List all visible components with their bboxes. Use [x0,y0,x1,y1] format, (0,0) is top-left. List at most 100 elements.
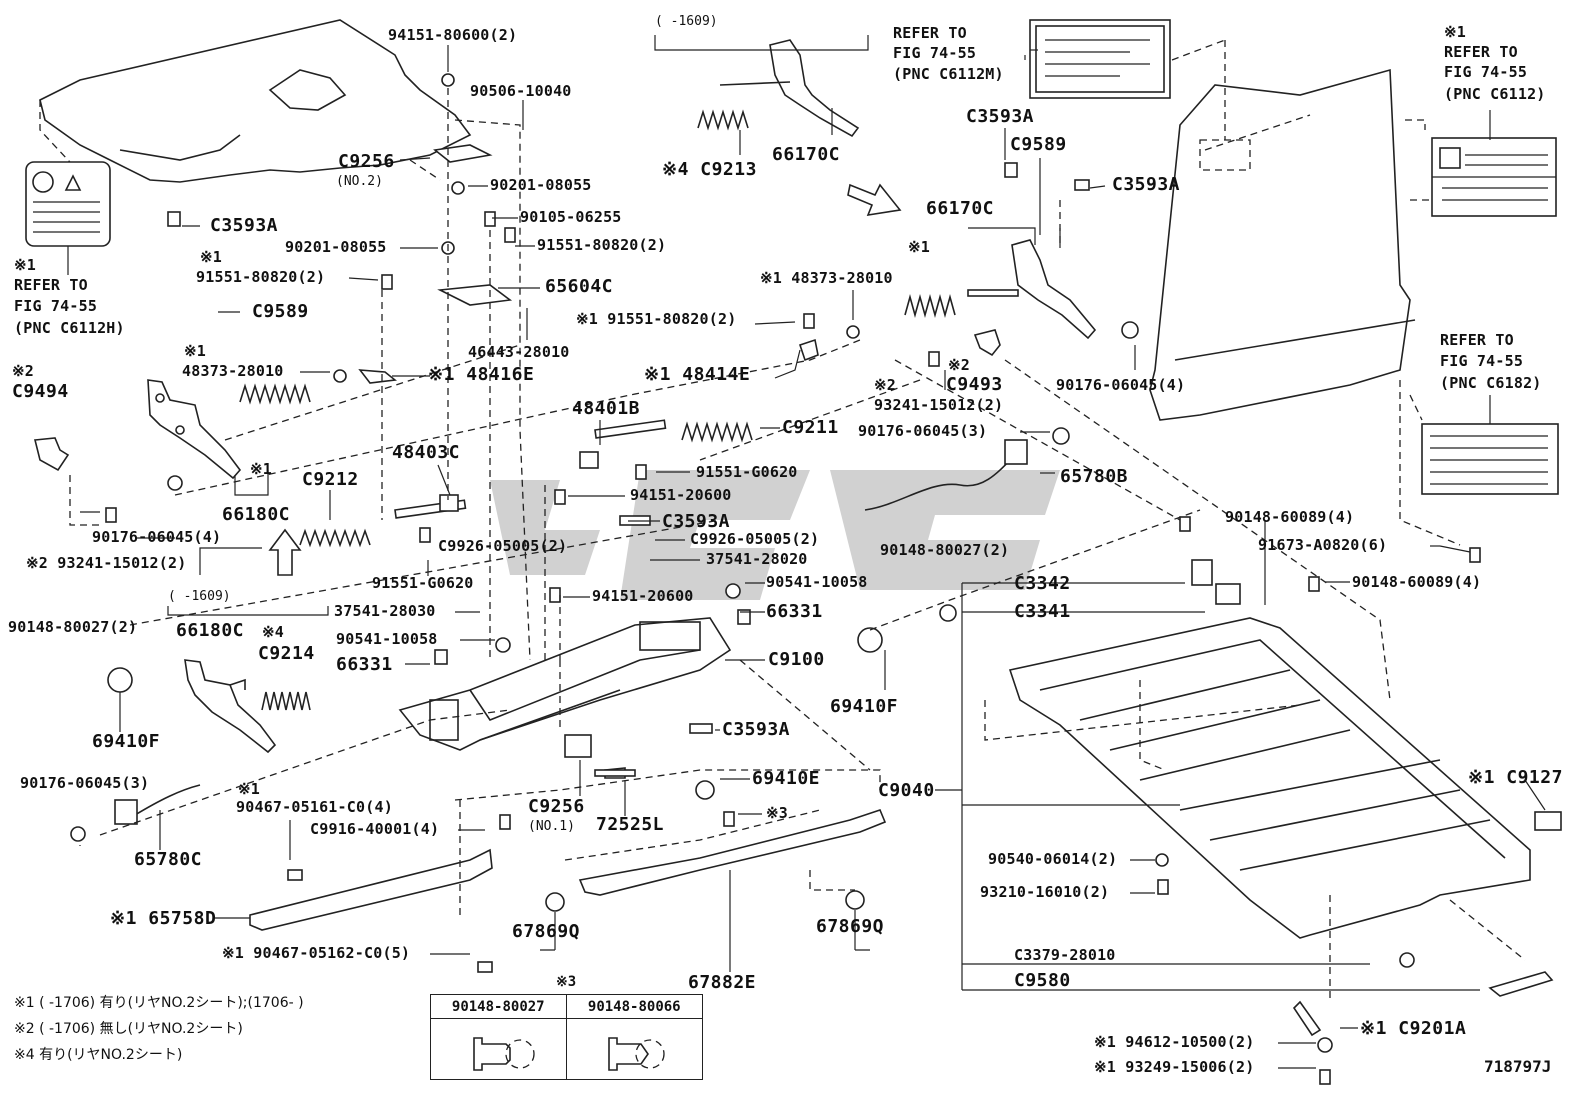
spring-c9212 [299,528,371,548]
dashed-guides [69,39,1526,1000]
part-label: ※1 [250,460,272,478]
drawing-number: 718797J [1484,1057,1552,1076]
part-label: ( -1609) [168,589,231,604]
part-label: 90467-05161-C0(4) [236,798,393,816]
part-label: 66180C [176,620,244,641]
spring-c9211 [681,421,753,443]
part-label: ※1 [238,780,260,798]
part-label: C9916-40001(4) [310,820,439,838]
part-label: 90201-08055 [285,238,387,256]
hinge-bracket-top [719,39,860,138]
watermark-logo [490,470,1060,600]
part-label: C9589 [252,301,309,322]
table-cell-bolt-1 [431,1019,567,1079]
part-label: (PNC C6112) [1444,85,1546,103]
hinge-bracket-left [147,379,242,480]
part-label: 67869Q [816,916,884,937]
part-label: 90148-60089(4) [1352,573,1481,591]
direction-arrow-up [268,528,302,576]
rail-bar-67882e [578,809,887,896]
footnote-2: ※2 ( -1706) 無し(リヤNO.2シート) [14,1021,243,1037]
table-marker: ※3 [556,974,577,990]
spring-c9214 [261,691,311,711]
spring-left [239,383,311,405]
part-label: REFER TO [893,24,967,42]
part-label: 66180C [222,504,290,525]
part-label: FIG 74-55 [14,297,97,315]
part-label: 91673-A0820(6) [1258,536,1387,554]
part-label: 90176-06045(4) [92,528,221,546]
part-label: 66170C [772,144,840,165]
part-label: 91551-G0620 [372,574,474,592]
part-label: 69410F [92,731,160,752]
label-box-c6112 [1431,137,1557,217]
part-label: 90148-80027(2) [8,618,137,636]
part-label: ※1 C9201A [1360,1018,1466,1039]
part-label: 94151-20600 [592,587,694,605]
bolt-variant-table: 90148-80027 90148-80066 [430,994,703,1080]
part-label: FIG 74-55 [1440,352,1523,370]
part-label: 90540-06014(2) [988,850,1117,868]
part-label: C3593A [662,511,730,532]
part-label: (PNC C6112H) [14,319,125,337]
part-label: ( -1609) [655,14,718,29]
part-label: 90148-80027(2) [880,541,1009,559]
spring-right [904,294,956,318]
part-label: REFER TO [14,276,88,294]
label-box-c6182 [1421,423,1559,495]
spring-c9213 [697,109,749,131]
leader-lines [79,35,1546,1069]
part-label: (PNC C6112M) [893,65,1004,83]
part-label: C9040 [878,780,935,801]
part-label: C9214 [258,643,315,664]
part-label: ※1 90467-05162-C0(5) [222,944,410,962]
part-label: REFER TO [1444,43,1518,61]
part-label: 91551-G0620 [696,463,798,481]
footnote-1: ※1 ( -1706) 有り(リヤNO.2シート);(1706- ) [14,995,304,1011]
part-label: 65780B [1060,466,1128,487]
part-label: C9926-05005(2) [690,530,819,548]
part-label: 69410F [830,696,898,717]
part-label: 48401B [572,398,640,419]
part-label: 37541-28030 [334,602,436,620]
part-label: ※1 [908,238,930,256]
part-label: ※3 [766,804,788,822]
part-label: C3593A [722,719,790,740]
part-label: C3342 [1014,573,1071,594]
part-label: (PNC C6182) [1440,374,1542,392]
part-label: ※2 93241-15012(2) [26,554,186,572]
part-label: C9256 [338,151,395,172]
part-label: 94151-80600(2) [388,26,517,44]
part-label: ※1 91551-80820(2) [576,310,736,328]
part-label: ※4 C9213 [662,159,757,180]
part-label: ※1 [184,342,206,360]
part-label: ※1 93249-15006(2) [1094,1058,1254,1076]
part-label: C9211 [782,417,839,438]
part-label: FIG 74-55 [893,44,976,62]
part-label: 91551-80820(2) [196,268,325,286]
part-label: REFER TO [1440,331,1514,349]
cable-65780b [864,439,1028,511]
part-label: C9212 [302,469,359,490]
back-panel [1149,68,1416,421]
part-label: ※1 [200,248,222,266]
rod-48403c [394,494,467,519]
part-label: 90148-60089(4) [1225,508,1354,526]
hinge-bracket-right [967,239,1097,340]
part-label: 90176-06045(3) [20,774,149,792]
cable-65780c [114,784,201,825]
part-label: 90541-10058 [336,630,438,648]
part-label: C3379-28010 [1014,946,1116,964]
part-label: 46443-28010 [468,343,570,361]
part-label: 67869Q [512,921,580,942]
part-label: 90176-06045(4) [1056,376,1185,394]
part-label: ※2 [948,356,970,374]
footnotes: ※1 ( -1706) 有り(リヤNO.2シート);(1706- ) ※2 ( … [14,990,304,1068]
part-label: 37541-28020 [706,550,808,568]
trim-bar-65758d [249,848,493,931]
warning-label-sticker [25,161,111,275]
part-label: 93241-15012(2) [874,396,1003,414]
part-label: 65604C [545,276,613,297]
part-label: C9926-05005(2) [438,537,567,555]
part-label: ※2 [874,376,896,394]
